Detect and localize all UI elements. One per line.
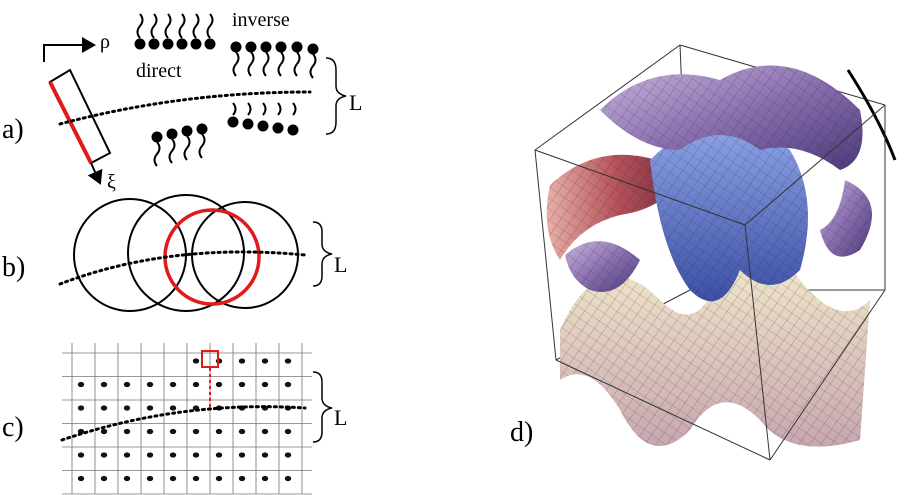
lipids-top-right <box>230 41 319 79</box>
lattice-point <box>261 358 269 364</box>
lattice-point <box>215 381 223 388</box>
lattice-point <box>284 381 292 388</box>
lattice-point <box>169 475 177 482</box>
panel-b-brace <box>312 221 333 287</box>
panel-b: b) L <box>2 194 347 312</box>
lipids-bottom-right <box>227 102 299 136</box>
panel-b-label: b) <box>2 252 25 283</box>
lattice-point <box>146 475 154 482</box>
lattice-point <box>77 381 85 388</box>
lattice-point <box>261 381 269 388</box>
lipids-bottom-left <box>151 123 208 167</box>
lattice-point <box>192 428 200 435</box>
lattice-point <box>100 405 108 411</box>
lattice-point <box>238 452 246 458</box>
panel-c-label: c) <box>2 412 24 443</box>
lattice-point <box>215 475 223 482</box>
lattice-point <box>261 475 269 482</box>
panel-c: c) L <box>2 343 347 495</box>
lattice-grid <box>62 343 312 495</box>
lattice-point <box>284 358 292 364</box>
lattice-point <box>215 428 223 435</box>
lattice-point <box>261 452 269 458</box>
lattice-point <box>100 475 108 482</box>
lattice-point <box>77 452 85 458</box>
lattice-point <box>192 475 200 482</box>
circle-1 <box>73 198 187 312</box>
lattice-point <box>192 381 200 388</box>
lipids-top-left <box>134 13 216 50</box>
lattice-point <box>123 475 131 482</box>
lattice-point <box>123 452 131 458</box>
lattice-point <box>123 405 131 411</box>
xi-label: ξ <box>107 171 116 193</box>
lattice-point <box>169 381 177 388</box>
panel-a-brace <box>325 57 347 135</box>
lattice-point <box>146 381 154 388</box>
lattice-point <box>284 452 292 458</box>
rho-label: ρ <box>100 31 110 53</box>
lattice-point <box>146 428 154 435</box>
lattice-point <box>169 405 177 411</box>
lattice-point <box>100 381 108 388</box>
lattice-point <box>100 428 108 435</box>
panel-d-label: d) <box>510 417 533 448</box>
sample-rectangle <box>48 68 112 165</box>
lattice-point <box>146 452 154 458</box>
lattice-point <box>123 381 131 388</box>
panel-c-brace <box>312 371 333 443</box>
panel-d: d) <box>510 44 897 461</box>
panel-c-L: L <box>334 405 347 430</box>
lattice-point <box>146 405 154 411</box>
lattice-point <box>215 452 223 458</box>
lattice-point <box>238 428 246 435</box>
panel-b-L: L <box>334 252 347 277</box>
lattice-point <box>100 452 108 458</box>
lattice-point <box>192 358 200 364</box>
red-circle <box>163 208 261 306</box>
surface-edge-curve <box>846 69 897 161</box>
lattice-point <box>77 428 85 435</box>
panel-b-dotted-line <box>58 250 307 286</box>
direct-dotted-line <box>58 90 312 126</box>
lattice-point <box>238 475 246 482</box>
lattice-point <box>77 475 85 482</box>
panel-a-L: L <box>349 90 362 115</box>
xi-arrow <box>87 162 103 185</box>
red-square <box>201 350 219 368</box>
red-edge-line <box>48 81 93 164</box>
lattice-point <box>123 428 131 435</box>
panel-a: a) ρ ξ direct inverse <box>2 9 362 193</box>
rho-arrow <box>43 37 96 62</box>
minimal-surface <box>546 65 897 447</box>
bounding-box-front <box>534 104 886 461</box>
lattice-point <box>238 381 246 388</box>
lattice-point <box>238 358 246 364</box>
lattice-point <box>169 452 177 458</box>
lattice-point <box>284 475 292 482</box>
lattice-point <box>284 428 292 435</box>
panel-a-label: a) <box>2 114 24 145</box>
direct-label: direct <box>136 60 182 82</box>
lattice-point <box>169 428 177 435</box>
inverse-label: inverse <box>232 9 290 31</box>
lattice-point <box>192 452 200 458</box>
lattice-point <box>77 405 85 411</box>
panel-c-dotted-line <box>60 405 307 442</box>
lattice-point <box>261 428 269 435</box>
